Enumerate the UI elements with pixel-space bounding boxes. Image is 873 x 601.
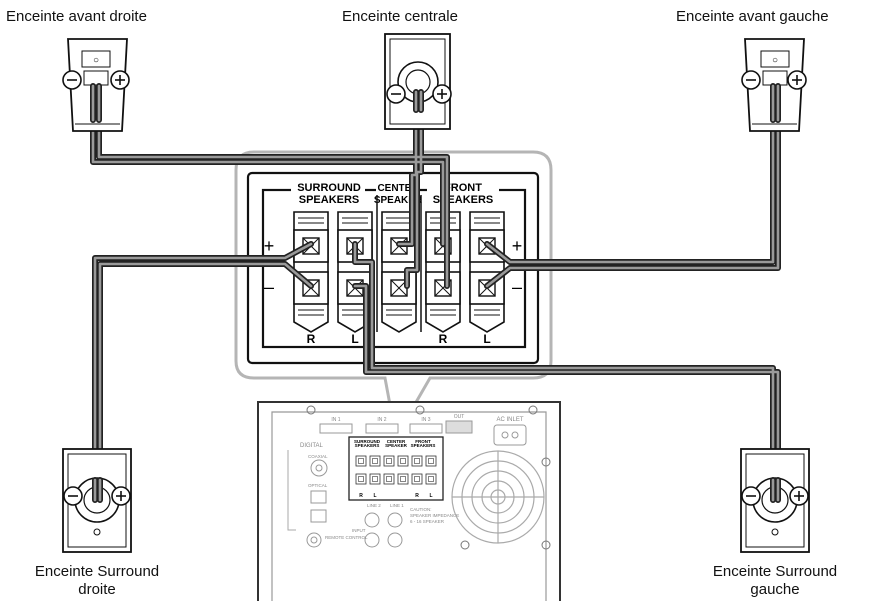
ac-inlet-label: AC INLET: [496, 417, 523, 423]
in3-label: IN 3: [421, 417, 430, 423]
mini-surround-line1: SURROUND: [354, 439, 381, 444]
input-label: INPUT: [352, 528, 366, 533]
label-surround-left: Enceinte Surround gauche: [694, 563, 856, 599]
mini-r1: R: [359, 493, 363, 499]
svg-text:○: ○: [772, 55, 778, 66]
r-label-front: R: [439, 332, 448, 346]
minus-left: –: [264, 277, 274, 297]
mini-center-line2: SPEAKER: [385, 443, 408, 448]
digital-label: DIGITAL: [300, 443, 324, 449]
mini-surround-line2: SPEAKERS: [355, 443, 380, 448]
speaker-center: [384, 33, 452, 130]
in1-label: IN 1: [331, 417, 340, 423]
caution-line2: SPEAKER IMPEDANCE: [410, 513, 459, 518]
label-front-left: Enceinte avant gauche: [676, 8, 829, 25]
label-center: Enceinte centrale: [342, 8, 458, 25]
caution-line3: 6 - 16 SPEAKER: [410, 519, 445, 524]
center-heading-line2: SPEAKER: [374, 195, 423, 206]
label-front-right: Enceinte avant droite: [6, 8, 147, 25]
surround-heading-line1: SURROUND: [297, 182, 361, 194]
optical-label: OPTICAL: [308, 483, 328, 488]
l-label-front: L: [483, 332, 490, 346]
label-surround-left-line1: Enceinte Surround: [712, 563, 838, 580]
label-surround-left-line2: gauche: [750, 581, 800, 598]
plus-right: +: [512, 236, 523, 256]
mini-front-line2: SPEAKERS: [411, 443, 436, 448]
mini-front-line1: FRONT: [415, 439, 431, 444]
svg-text:○: ○: [93, 55, 99, 66]
label-surround-right: Enceinte Surround droite: [16, 563, 178, 599]
center-heading-line1: CENTER: [377, 183, 419, 194]
line2-label: LINE 2: [367, 503, 381, 508]
label-surround-right-line2: droite: [78, 581, 116, 598]
speaker-terminal-panel: SURROUND SPEAKERS CENTER SPEAKER FRONT S…: [246, 171, 540, 365]
l-label-surround: L: [351, 332, 358, 346]
mini-l2: L: [429, 493, 432, 499]
caution-line1: CAUTION:: [410, 507, 432, 512]
minus-right: –: [512, 277, 522, 297]
surround-heading-line2: SPEAKERS: [299, 194, 360, 206]
mini-center-line1: CENTER: [387, 439, 406, 444]
mini-r2: R: [415, 493, 419, 499]
out-label: OUT: [454, 414, 465, 420]
r-label-surround: R: [307, 332, 316, 346]
remote-control-label: REMOTE CONTROL: [325, 535, 368, 540]
line1-label: LINE 1: [390, 503, 404, 508]
front-heading-line1: FRONT: [444, 182, 482, 194]
mini-l1: L: [373, 493, 376, 499]
coaxial-label: COAXIAL: [308, 454, 328, 459]
rear-panel: IN 1 IN 2 IN 3 OUT AC INLET DIGITAL COAX…: [257, 401, 561, 601]
terminal-slots: [293, 211, 505, 333]
plus-left: +: [264, 236, 275, 256]
in2-label: IN 2: [377, 417, 386, 423]
label-surround-right-line1: Enceinte Surround: [34, 563, 160, 580]
